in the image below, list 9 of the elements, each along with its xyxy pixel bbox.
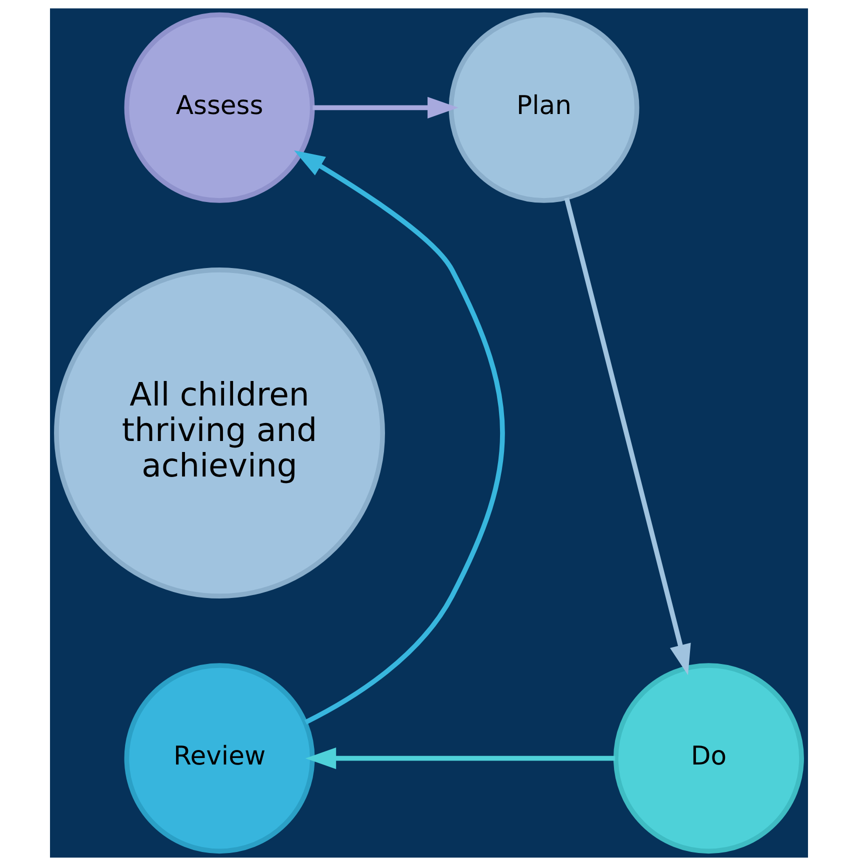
node-circle: Do xyxy=(613,663,804,854)
node-circle: Assess xyxy=(124,12,315,203)
arrow xyxy=(312,96,458,118)
arrow xyxy=(294,150,505,724)
arrow xyxy=(564,197,691,676)
node-circle: Plan xyxy=(448,12,640,203)
node-circle: Review xyxy=(124,663,315,854)
arrow xyxy=(305,748,616,770)
node-circle: All children thriving and achieving xyxy=(54,268,385,598)
